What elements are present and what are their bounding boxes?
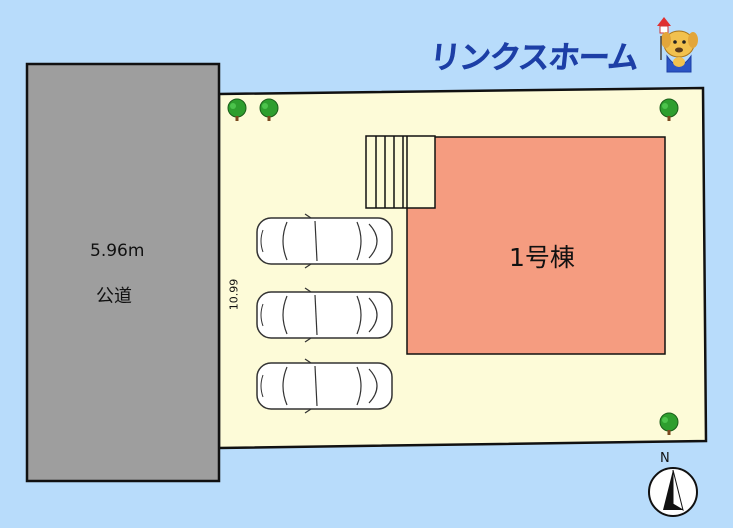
north-label: N (660, 451, 670, 466)
tree-icon (227, 98, 247, 121)
tree-icon (659, 412, 679, 435)
brand-logo: リンクスホーム (427, 40, 640, 77)
mascot-dog-icon (657, 17, 698, 73)
public-road (25, 62, 221, 483)
building-1-label: 1号棟 (509, 243, 575, 272)
tree-icon (259, 98, 279, 121)
road-width-label: 5.96m (90, 241, 145, 261)
frontage-dimension-label: 10.99 (227, 278, 241, 311)
car-icon (256, 213, 393, 269)
compass-icon (648, 467, 698, 517)
entrance-steps (365, 135, 436, 209)
tree-icon (659, 98, 679, 121)
building-1 (406, 136, 666, 355)
car-icon (256, 287, 393, 343)
road-type-label: 公道 (96, 286, 132, 307)
car-icon (256, 358, 393, 414)
